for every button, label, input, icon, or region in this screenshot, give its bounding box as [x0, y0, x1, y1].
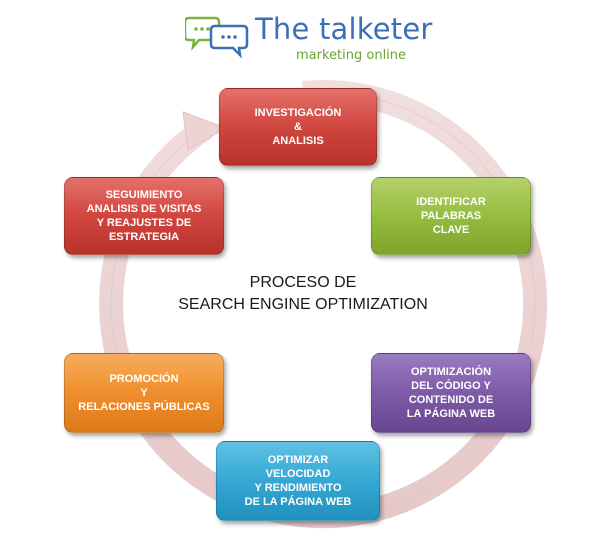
logo-title: The talketer	[255, 12, 433, 46]
center-title: PROCESO DE SEARCH ENGINE OPTIMIZATION	[178, 274, 428, 313]
logo-subtitle: marketing online	[296, 48, 407, 63]
step-optimizar-velocidad: OPTIMIZAR VELOCIDAD Y RENDIMIENTO DE LA …	[216, 441, 380, 521]
step-promocion-relaciones-publicas: PROMOCIÓN Y RELACIONES PÚBLICAS	[64, 353, 224, 433]
step-optimizacion-codigo-contenido: OPTIMIZACIÓN DEL CÓDIGO Y CONTENIDO DE L…	[371, 353, 531, 433]
step-identificar-palabras-clave: IDENTIFICAR PALABRAS CLAVE	[371, 177, 531, 255]
ring-arc-edge	[110, 91, 536, 517]
speech-bubbles-icon	[185, 16, 249, 59]
ring-arrowhead	[182, 111, 228, 151]
step-investigacion-analisis: INVESTIGACIÓN & ANALISIS	[219, 88, 377, 166]
step-seguimiento-analisis-visitas: SEGUIMIENTO ANALISIS DE VISITAS Y REAJUS…	[64, 177, 224, 255]
logo: The talketer marketing online	[185, 10, 432, 66]
